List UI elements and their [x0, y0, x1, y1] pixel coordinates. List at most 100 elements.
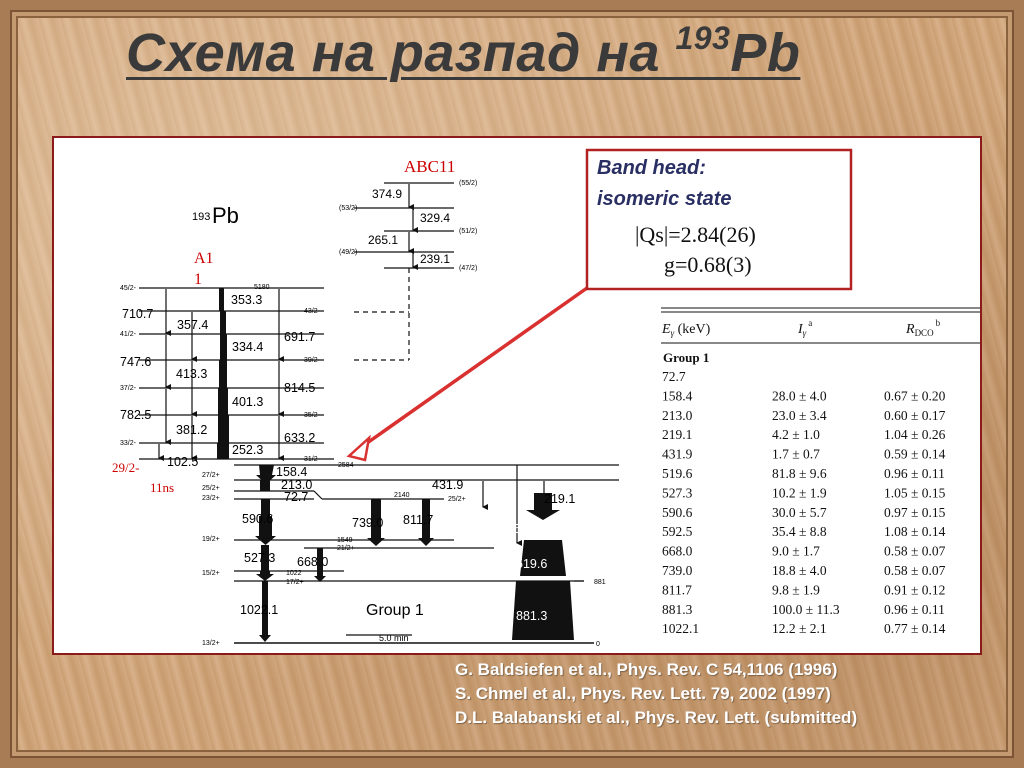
energy-1022: 1022: [286, 570, 302, 577]
main-band-gammas: 353.3 710.7 357.4 691.7 334.4 747.6 413.…: [120, 293, 315, 469]
lower-gammas: 158.4 213.0 431.9 72.7 219.1 590.6 739.0…: [240, 465, 575, 643]
table-cell-r13-c2: 0.77 ± 0.14: [884, 621, 946, 636]
spin-17-2: 17/2+: [286, 579, 304, 586]
spin-41-2: 41/2-: [120, 331, 137, 338]
spin-31-2: 31/2-: [304, 456, 321, 463]
gamma-239-1: 239.1: [420, 252, 450, 266]
spin-21-2: 21/2+: [337, 545, 355, 552]
table-header-rdco: RDCOb: [905, 318, 941, 338]
table-cell-r11-c2: 0.91 ± 0.12: [884, 582, 945, 597]
gamma-265-1: 265.1: [368, 233, 398, 247]
main-band-lines: [139, 287, 334, 460]
gamma-710-7: 710.7: [122, 307, 153, 321]
table-header-energy: Eγ (keV): [661, 322, 711, 338]
gamma-72-7: 72.7: [284, 490, 308, 504]
energy-2140: 2140: [394, 492, 410, 499]
table-cell-r4-c1: 1.7 ± 0.7: [772, 447, 820, 462]
table-cell-r9-c1: 9.0 ± 1.7: [772, 544, 820, 559]
gamma-590-6: 590.6: [242, 512, 273, 526]
lower-level-lines: [234, 464, 619, 644]
gamma-1022-1: 1022.1: [240, 603, 278, 617]
energy-2584: 2584: [338, 462, 354, 469]
table-cell-r10-c0: 739.0: [662, 563, 693, 578]
gamma-633-2: 633.2: [284, 431, 315, 445]
halflife-label: 5.0 min: [379, 633, 409, 643]
band-head-pointer-line: [358, 286, 589, 450]
gamma-252-3: 252.3: [232, 443, 263, 457]
table-cell-r8-c0: 592.5: [662, 524, 693, 539]
table-rows: 72.7 158.4 28.0 ± 4.0 0.67 ± 0.20 213.0 23.0 …: [662, 369, 946, 636]
gamma-747-6: 747.6: [120, 355, 151, 369]
gamma-739-0: 739.0: [352, 516, 383, 530]
table-cell-r8-c2: 1.08 ± 0.14: [884, 524, 946, 539]
table-cell-r4-c0: 431.9: [662, 447, 693, 462]
group-label: Group 1: [366, 602, 424, 619]
lower-spins: 2584 27/2+ 25/2+ 23/2+ 2140 25/2+ 19/2+ …: [202, 462, 606, 648]
title-main: Схема на разпад на: [126, 23, 676, 83]
table-group-label: Group 1: [663, 350, 709, 365]
nucleus-symbol: Pb: [212, 203, 239, 228]
table-cell-r0-c0: 72.7: [662, 369, 686, 384]
gamma-213-0: 213.0: [281, 478, 312, 492]
spin-55-2: (55/2): [459, 180, 477, 187]
level-scheme-figure: 193 Pb ABC11 A1 1 29/2- 11ns 374.9 329.4…: [112, 148, 980, 648]
table-cell-r3-c0: 219.1: [662, 427, 692, 442]
table-cell-r5-c1: 81.8 ± 9.6: [772, 466, 827, 481]
gamma-881-3: 881.3: [516, 609, 547, 623]
band-head-line1: Band head:: [597, 157, 706, 179]
spin-25-2: 25/2+: [202, 485, 220, 492]
energy-881: 881: [594, 579, 606, 586]
gamma-431-9: 431.9: [432, 478, 463, 492]
energy-0: 0: [596, 641, 600, 648]
spin-43-2: 43/2-: [304, 308, 321, 315]
band-head-pointer-arrowhead: [346, 434, 371, 462]
table-cell-r10-c1: 18.8 ± 4.0: [772, 563, 827, 578]
nucleus-mass: 193: [192, 211, 210, 223]
table-cell-r1-c1: 28.0 ± 4.0: [772, 388, 827, 403]
table-cell-r9-c2: 0.58 ± 0.07: [884, 544, 946, 559]
spin-53-2: (53/2): [339, 205, 357, 212]
gamma-668-0: 668.0: [297, 555, 328, 569]
upper-band-spins: (55/2) (53/2) (51/2) (49/2) (47/2): [339, 180, 477, 272]
label-a1: A1: [194, 250, 214, 267]
main-band-transitions: [158, 289, 284, 461]
gamma-527-3: 527.3: [244, 551, 275, 565]
gamma-814-5: 814.5: [284, 381, 315, 395]
lower-thick-arrows: [255, 465, 584, 642]
spin-25-2b: 25/2+: [448, 496, 466, 503]
table-cell-r8-c1: 35.4 ± 8.8: [772, 524, 827, 539]
table-cell-r5-c2: 0.96 ± 0.11: [884, 466, 945, 481]
table-cell-r6-c2: 1.05 ± 0.15: [884, 485, 946, 500]
gamma-219-1: 219.1: [544, 492, 575, 506]
table-cell-r7-c1: 30.0 ± 5.7: [772, 505, 827, 520]
upper-band-gammas: 374.9 329.4 265.1 239.1: [368, 187, 450, 266]
energy-5180: 5180: [254, 284, 270, 291]
spin-35-2: 35/2-: [304, 412, 321, 419]
gamma-374-9: 374.9: [372, 187, 402, 201]
gamma-353-3: 353.3: [231, 293, 262, 307]
gamma-158-4: 158.4: [276, 465, 307, 479]
references: G. Baldsiefen et al., Phys. Rev. C 54,11…: [455, 658, 1015, 730]
table-cell-r1-c2: 0.67 ± 0.20: [884, 388, 946, 403]
spin-27-2: 27/2+: [202, 472, 220, 479]
table-cell-r11-c0: 811.7: [662, 582, 692, 597]
spin-13-2: 13/2+: [202, 640, 220, 647]
table-cell-r1-c0: 158.4: [662, 388, 693, 403]
spin-37-2: 37/2-: [120, 385, 137, 392]
table-cell-r6-c0: 527.3: [662, 485, 693, 500]
spin-15-2: 15/2+: [202, 570, 220, 577]
spin-33-2: 33/2-: [120, 440, 137, 447]
reference-3: D.L. Balabanski et al., Phys. Rev. Lett.…: [455, 708, 858, 727]
table-cell-r2-c1: 23.0 ± 3.4: [772, 408, 827, 423]
table-cell-r2-c0: 213.0: [662, 408, 693, 423]
gamma-811-7: 811.7: [403, 513, 433, 527]
table-cell-r12-c0: 881.3: [662, 602, 693, 617]
table-cell-r13-c1: 12.2 ± 2.1: [772, 621, 827, 636]
title-element: Pb: [730, 23, 801, 83]
gamma-102-5: 102.5: [167, 455, 198, 469]
label-spin-29-2: 29/2-: [112, 460, 139, 475]
table-cell-r10-c2: 0.58 ± 0.07: [884, 563, 946, 578]
upper-band-lines: [354, 182, 454, 361]
energy-1549: 1549: [337, 537, 353, 544]
